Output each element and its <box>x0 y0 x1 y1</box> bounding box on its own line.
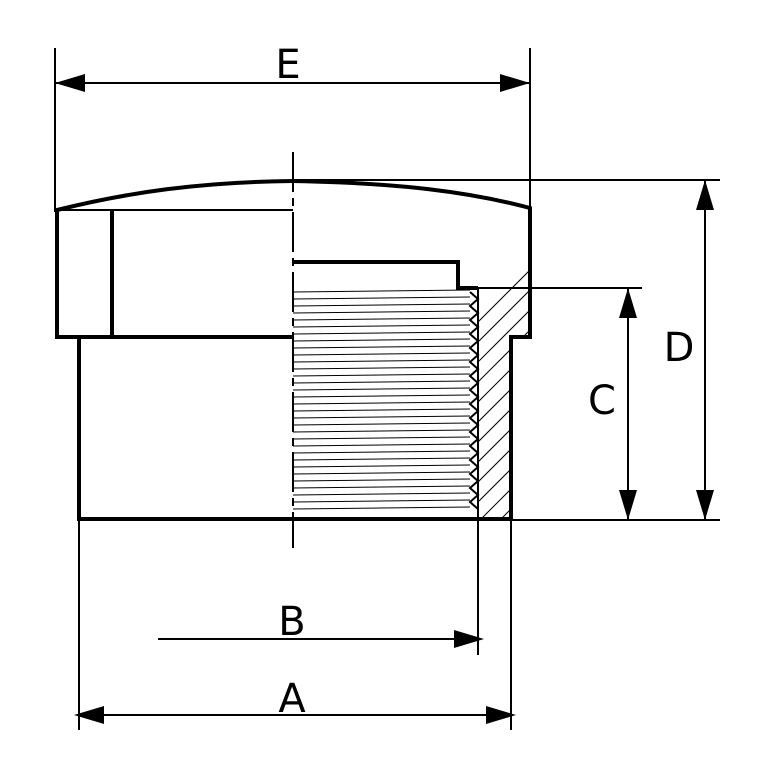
bore-cavity-outline <box>293 260 478 290</box>
dimension-d: D <box>293 179 720 521</box>
dimension-label-a: A <box>278 676 306 722</box>
dimension-label-d: D <box>664 325 695 371</box>
dimension-label-e: E <box>275 42 300 88</box>
dimension-label-c: C <box>588 378 616 424</box>
internal-thread <box>292 288 480 519</box>
right-profile-outline <box>292 179 532 519</box>
dimension-e: E <box>54 42 531 212</box>
dimension-c: C <box>478 287 642 520</box>
spigot-body-outline <box>77 337 511 521</box>
dimension-b: B <box>158 519 484 655</box>
thread-profile <box>468 291 480 510</box>
dimension-a: A <box>74 519 516 730</box>
dimension-label-b: B <box>278 599 305 645</box>
hex-head-outline <box>55 179 294 339</box>
